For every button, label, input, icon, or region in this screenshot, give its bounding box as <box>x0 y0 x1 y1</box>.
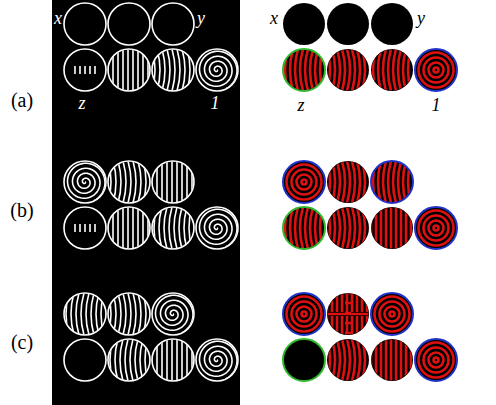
site-label: x <box>54 9 62 27</box>
site-label: y <box>417 9 425 27</box>
site-label: y <box>197 9 205 27</box>
label-holder: (b) <box>10 200 33 220</box>
experiment-panel <box>52 0 240 405</box>
label-holder: x <box>54 9 62 27</box>
medium-disk <box>108 293 151 335</box>
panel-label: (a) <box>11 90 33 110</box>
site-label: z <box>78 94 85 112</box>
medium-disk <box>283 339 325 381</box>
medium-disk <box>108 3 150 45</box>
medium-disk <box>414 206 459 251</box>
label-holder: z <box>297 96 304 114</box>
label-holder: x <box>270 9 278 27</box>
label-holder: y <box>417 9 425 27</box>
medium-disk <box>371 339 413 381</box>
medium-disk <box>152 3 194 45</box>
medium-disk <box>64 3 106 45</box>
medium-disk <box>414 48 459 93</box>
medium-disk <box>282 160 327 205</box>
medium-disk <box>152 293 194 335</box>
medium-disk <box>64 339 106 381</box>
medium-disk <box>152 49 195 91</box>
medium-disk <box>370 292 415 337</box>
medium-disk <box>108 49 150 91</box>
panel-label: (c) <box>11 332 33 352</box>
site-label: x <box>270 9 278 27</box>
panel-label: (b) <box>10 200 33 220</box>
label-holder: 1 <box>432 96 441 114</box>
medium-disk <box>327 293 369 335</box>
medium-disk <box>327 339 370 381</box>
label-holder: 1 <box>211 94 220 112</box>
medium-disk <box>282 292 327 337</box>
medium-disk <box>280 207 325 249</box>
medium-disk <box>196 339 238 381</box>
medium-disk <box>280 49 325 91</box>
medium-disk <box>371 3 413 45</box>
site-label: 1 <box>211 94 220 112</box>
medium-disk <box>64 207 106 249</box>
label-holder: (a) <box>11 90 33 110</box>
medium-disk <box>64 49 106 91</box>
medium-disk <box>283 3 325 45</box>
medium-disk <box>61 293 106 335</box>
medium-disk <box>108 161 151 203</box>
medium-disk <box>152 161 194 203</box>
label-holder: y <box>197 9 205 27</box>
medium-disk <box>196 49 238 91</box>
medium-disk <box>108 207 150 249</box>
label-holder: (c) <box>11 332 33 352</box>
medium-disk <box>64 161 106 203</box>
medium-disk <box>196 207 238 249</box>
medium-disk <box>152 339 194 381</box>
medium-disk <box>371 207 413 249</box>
medium-disk <box>149 207 194 249</box>
medium-disk <box>327 207 370 249</box>
medium-disk <box>327 3 369 45</box>
label-holder: z <box>78 94 85 112</box>
medium-disk <box>327 161 370 203</box>
medium-disk <box>368 49 413 91</box>
medium-disk <box>105 339 150 381</box>
site-label: z <box>297 96 304 114</box>
medium-disk <box>368 161 413 203</box>
medium-disk <box>414 338 459 383</box>
site-label: 1 <box>432 96 441 114</box>
medium-disk <box>327 49 370 91</box>
